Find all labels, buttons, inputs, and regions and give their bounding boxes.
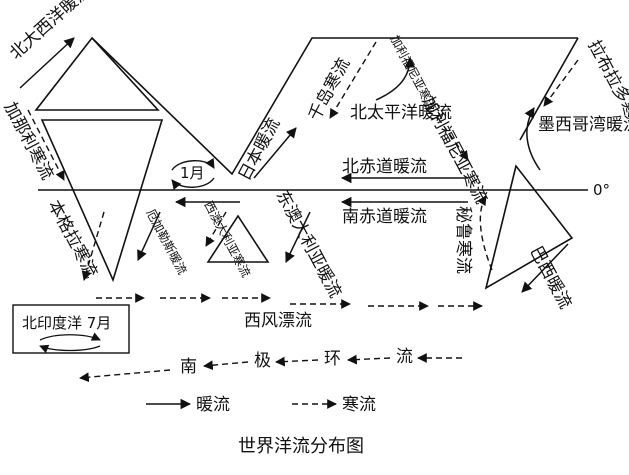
label-antarctic-2: 极: [254, 351, 271, 371]
south-america-triangle: [484, 164, 574, 290]
arrow-agulhas: [137, 211, 161, 261]
arrow-california: [437, 117, 469, 161]
arrow-brazil: [521, 243, 569, 293]
indian-ocean-loop-january: [171, 157, 215, 190]
label-gulf-stream: 墨西哥湾暖流: [538, 115, 629, 135]
asia-pacific-outline: [91, 37, 578, 176]
label-north-pacific: 北太平洋暖流: [350, 103, 452, 123]
arrow-antarctic-1: [79, 369, 171, 383]
label-antarctic-3: 环: [324, 349, 341, 369]
arrow-antarctic-2: [203, 360, 249, 371]
arrow-peru: [477, 195, 493, 271]
label-west-wind-drift: 西风漂流: [244, 311, 312, 331]
africa-triangle: [40, 119, 164, 283]
north-indian-box: [12, 304, 130, 354]
arrow-antarctic-3: [275, 356, 319, 367]
legend-cold-label: 寒流: [342, 395, 376, 415]
east-australian-label: 东澳大利亚暖流: [272, 187, 346, 301]
arrow-north-atlantic-drift: [19, 37, 75, 89]
label-peru: 秘鲁寒流: [453, 206, 473, 274]
arrow-antarctic-4: [347, 354, 391, 365]
label-east-australian: 东澳大利亚暖流: [272, 187, 346, 301]
landmass-outlines: [34, 36, 579, 290]
brazil-label: 巴西暖流: [526, 243, 576, 312]
warm-current-arrows: [19, 37, 569, 293]
benguela-label: 本格拉寒流: [44, 197, 102, 281]
north-atlantic-drift-label: 北大西洋暖流: [6, 0, 95, 64]
label-north-indian-july: 北印度洋 7月: [22, 314, 111, 332]
west-australian-label: 西澳大利亚寒流: [201, 198, 254, 279]
label-agulhas: 厄加勒斯暖流: [143, 207, 189, 277]
cold-current-arrows: [27, 41, 579, 383]
australia-triangle: [206, 214, 270, 263]
label-brazil: 巴西暖流: [526, 243, 576, 312]
label-north-atlantic-drift: 北大西洋暖流: [6, 0, 95, 64]
arrow-kuroshio: [253, 127, 297, 179]
arrow-oyashio: [329, 41, 377, 119]
label-south-equatorial: 南赤道暖流: [342, 207, 427, 227]
label-west-australian: 西澳大利亚寒流: [201, 198, 254, 279]
peru-label: 秘鲁寒流: [453, 206, 473, 274]
arrow-east-australian: [285, 211, 311, 263]
label-antarctic-4: 流: [396, 347, 413, 367]
arrow-north-pacific-curve: [375, 56, 416, 101]
label-north-equatorial: 北赤道暖流: [342, 157, 427, 177]
arrow-gulf-stream: [524, 107, 541, 171]
arrow-west-australian: [205, 211, 227, 247]
arrow-canary: [27, 109, 65, 181]
label-benguela: 本格拉寒流: [44, 197, 102, 281]
europe-africa-triangle-north: [34, 36, 160, 111]
legend-warm-label: 暖流: [196, 395, 230, 415]
agulhas-label: 厄加勒斯暖流: [143, 207, 189, 277]
arrow-benguela: [81, 211, 105, 281]
legend: 暖流 寒流: [146, 395, 376, 415]
caption: 世界洋流分布图: [238, 436, 364, 457]
north-america-coast: [519, 37, 579, 141]
north-indian-loop-july: [39, 332, 101, 354]
label-antarctic-1: 南: [180, 357, 197, 377]
equator-label: 0°: [593, 181, 610, 199]
label-january: 1月: [180, 164, 205, 182]
